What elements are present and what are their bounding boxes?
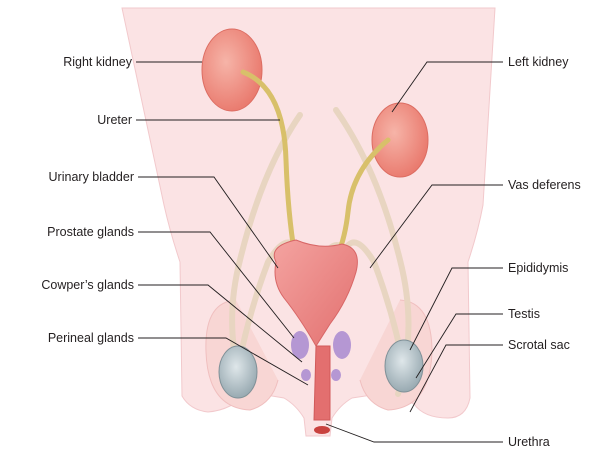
label-ureter: Ureter bbox=[97, 113, 132, 127]
testis-left bbox=[219, 346, 257, 398]
label-scrotal-sac: Scrotal sac bbox=[508, 338, 570, 352]
cowpers-gland-right bbox=[331, 369, 341, 381]
label-epididymis: Epididymis bbox=[508, 261, 568, 275]
prostate-gland-right bbox=[333, 331, 351, 359]
left-kidney-shape bbox=[372, 103, 428, 177]
label-urinary-bladder: Urinary bladder bbox=[49, 170, 134, 184]
label-urethra: Urethra bbox=[508, 435, 550, 449]
leader-urethra bbox=[326, 424, 503, 442]
label-perineal-glands: Perineal glands bbox=[48, 331, 134, 345]
label-testis: Testis bbox=[508, 307, 540, 321]
label-left-kidney: Left kidney bbox=[508, 55, 569, 69]
label-right-kidney: Right kidney bbox=[63, 55, 133, 69]
urethra-tube bbox=[314, 346, 330, 420]
label-cowpers-glands: Cowper’s glands bbox=[41, 278, 134, 292]
label-prostate-glands: Prostate glands bbox=[47, 225, 134, 239]
urethra-opening bbox=[314, 426, 330, 434]
right-kidney-shape bbox=[202, 29, 262, 111]
cowpers-gland-left bbox=[301, 369, 311, 381]
label-vas-deferens: Vas deferens bbox=[508, 178, 581, 192]
testis-right bbox=[385, 340, 423, 392]
